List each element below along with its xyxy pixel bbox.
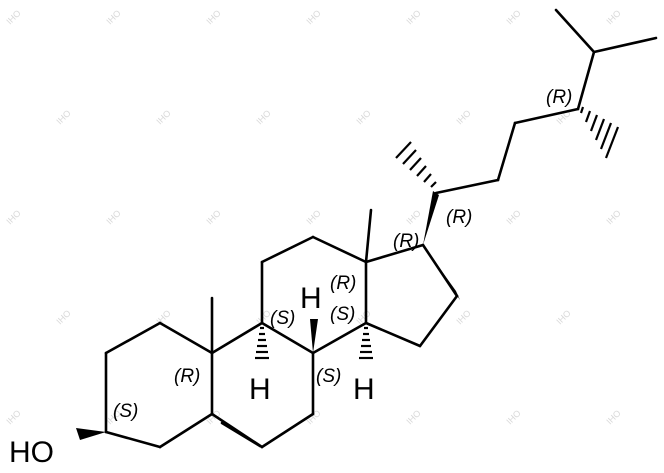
ring-a: [104, 321, 214, 449]
watermark-text: IHO: [504, 208, 522, 226]
wedge-c3-oh: [76, 428, 106, 440]
stereo-label-c3: (S): [113, 401, 138, 422]
hash-c20-c21: [395, 141, 437, 188]
stereo-label-c14: (S): [330, 304, 355, 325]
watermark-text: IHO: [204, 8, 222, 26]
watermark-text: IHO: [104, 8, 122, 26]
double-bond-c5-c6: [220, 421, 262, 448]
watermark-text: IHO: [454, 108, 472, 126]
side-chain: [434, 8, 658, 195]
h-c14-label: H: [300, 282, 322, 315]
watermark-text: IHO: [354, 108, 372, 126]
watermark-text: IHO: [404, 408, 422, 426]
watermark-text: IHO: [4, 208, 22, 226]
watermark-text: IHO: [304, 8, 322, 26]
watermark-text: IHO: [304, 208, 322, 226]
stereo-label-c10: (R): [174, 366, 200, 387]
wedge-c17-c16: [423, 245, 460, 300]
watermark-text: IHO: [104, 208, 122, 226]
stereo-label-c17: (R): [393, 231, 419, 252]
stereo-label-c13: (R): [330, 273, 356, 294]
hash-c24-methyl: [579, 106, 620, 159]
ring-b: [210, 321, 315, 449]
watermark-text: IHO: [254, 108, 272, 126]
ring-c: [260, 235, 368, 355]
watermark-text: IHO: [4, 408, 22, 426]
h-c8-label: H: [353, 373, 375, 406]
ring-d: [364, 243, 459, 348]
watermark-text: IHO: [604, 208, 622, 226]
watermark-text: IHO: [604, 8, 622, 26]
watermark-text: IHO: [504, 408, 522, 426]
watermark-text: IHO: [504, 8, 522, 26]
hash-c9-h: [255, 326, 269, 360]
watermark-text: IHO: [154, 108, 172, 126]
watermark-text: IHO: [454, 308, 472, 326]
watermark-text: IHO: [4, 8, 22, 26]
watermark-text: IHO: [54, 308, 72, 326]
wedge-c8-h: [310, 319, 318, 353]
stereo-label-c24: (R): [546, 87, 572, 108]
watermark-text: IHO: [404, 8, 422, 26]
watermark-text: IHO: [204, 208, 222, 226]
c18-methyl: [364, 208, 373, 264]
hash-c14-h: [359, 326, 373, 360]
watermark-text: IHO: [604, 408, 622, 426]
wedge-c17-c20: [423, 191, 439, 245]
stereo-label-c8: (S): [316, 366, 341, 387]
stereo-label-c9: (S): [270, 308, 295, 329]
hydroxyl-label: HO: [9, 436, 54, 469]
stereo-label-c20: (R): [446, 207, 472, 228]
watermark-text: IHO: [54, 108, 72, 126]
watermark-text: IHO: [404, 208, 422, 226]
watermark-text: IHO: [554, 308, 572, 326]
h-c9-label: H: [249, 373, 271, 406]
